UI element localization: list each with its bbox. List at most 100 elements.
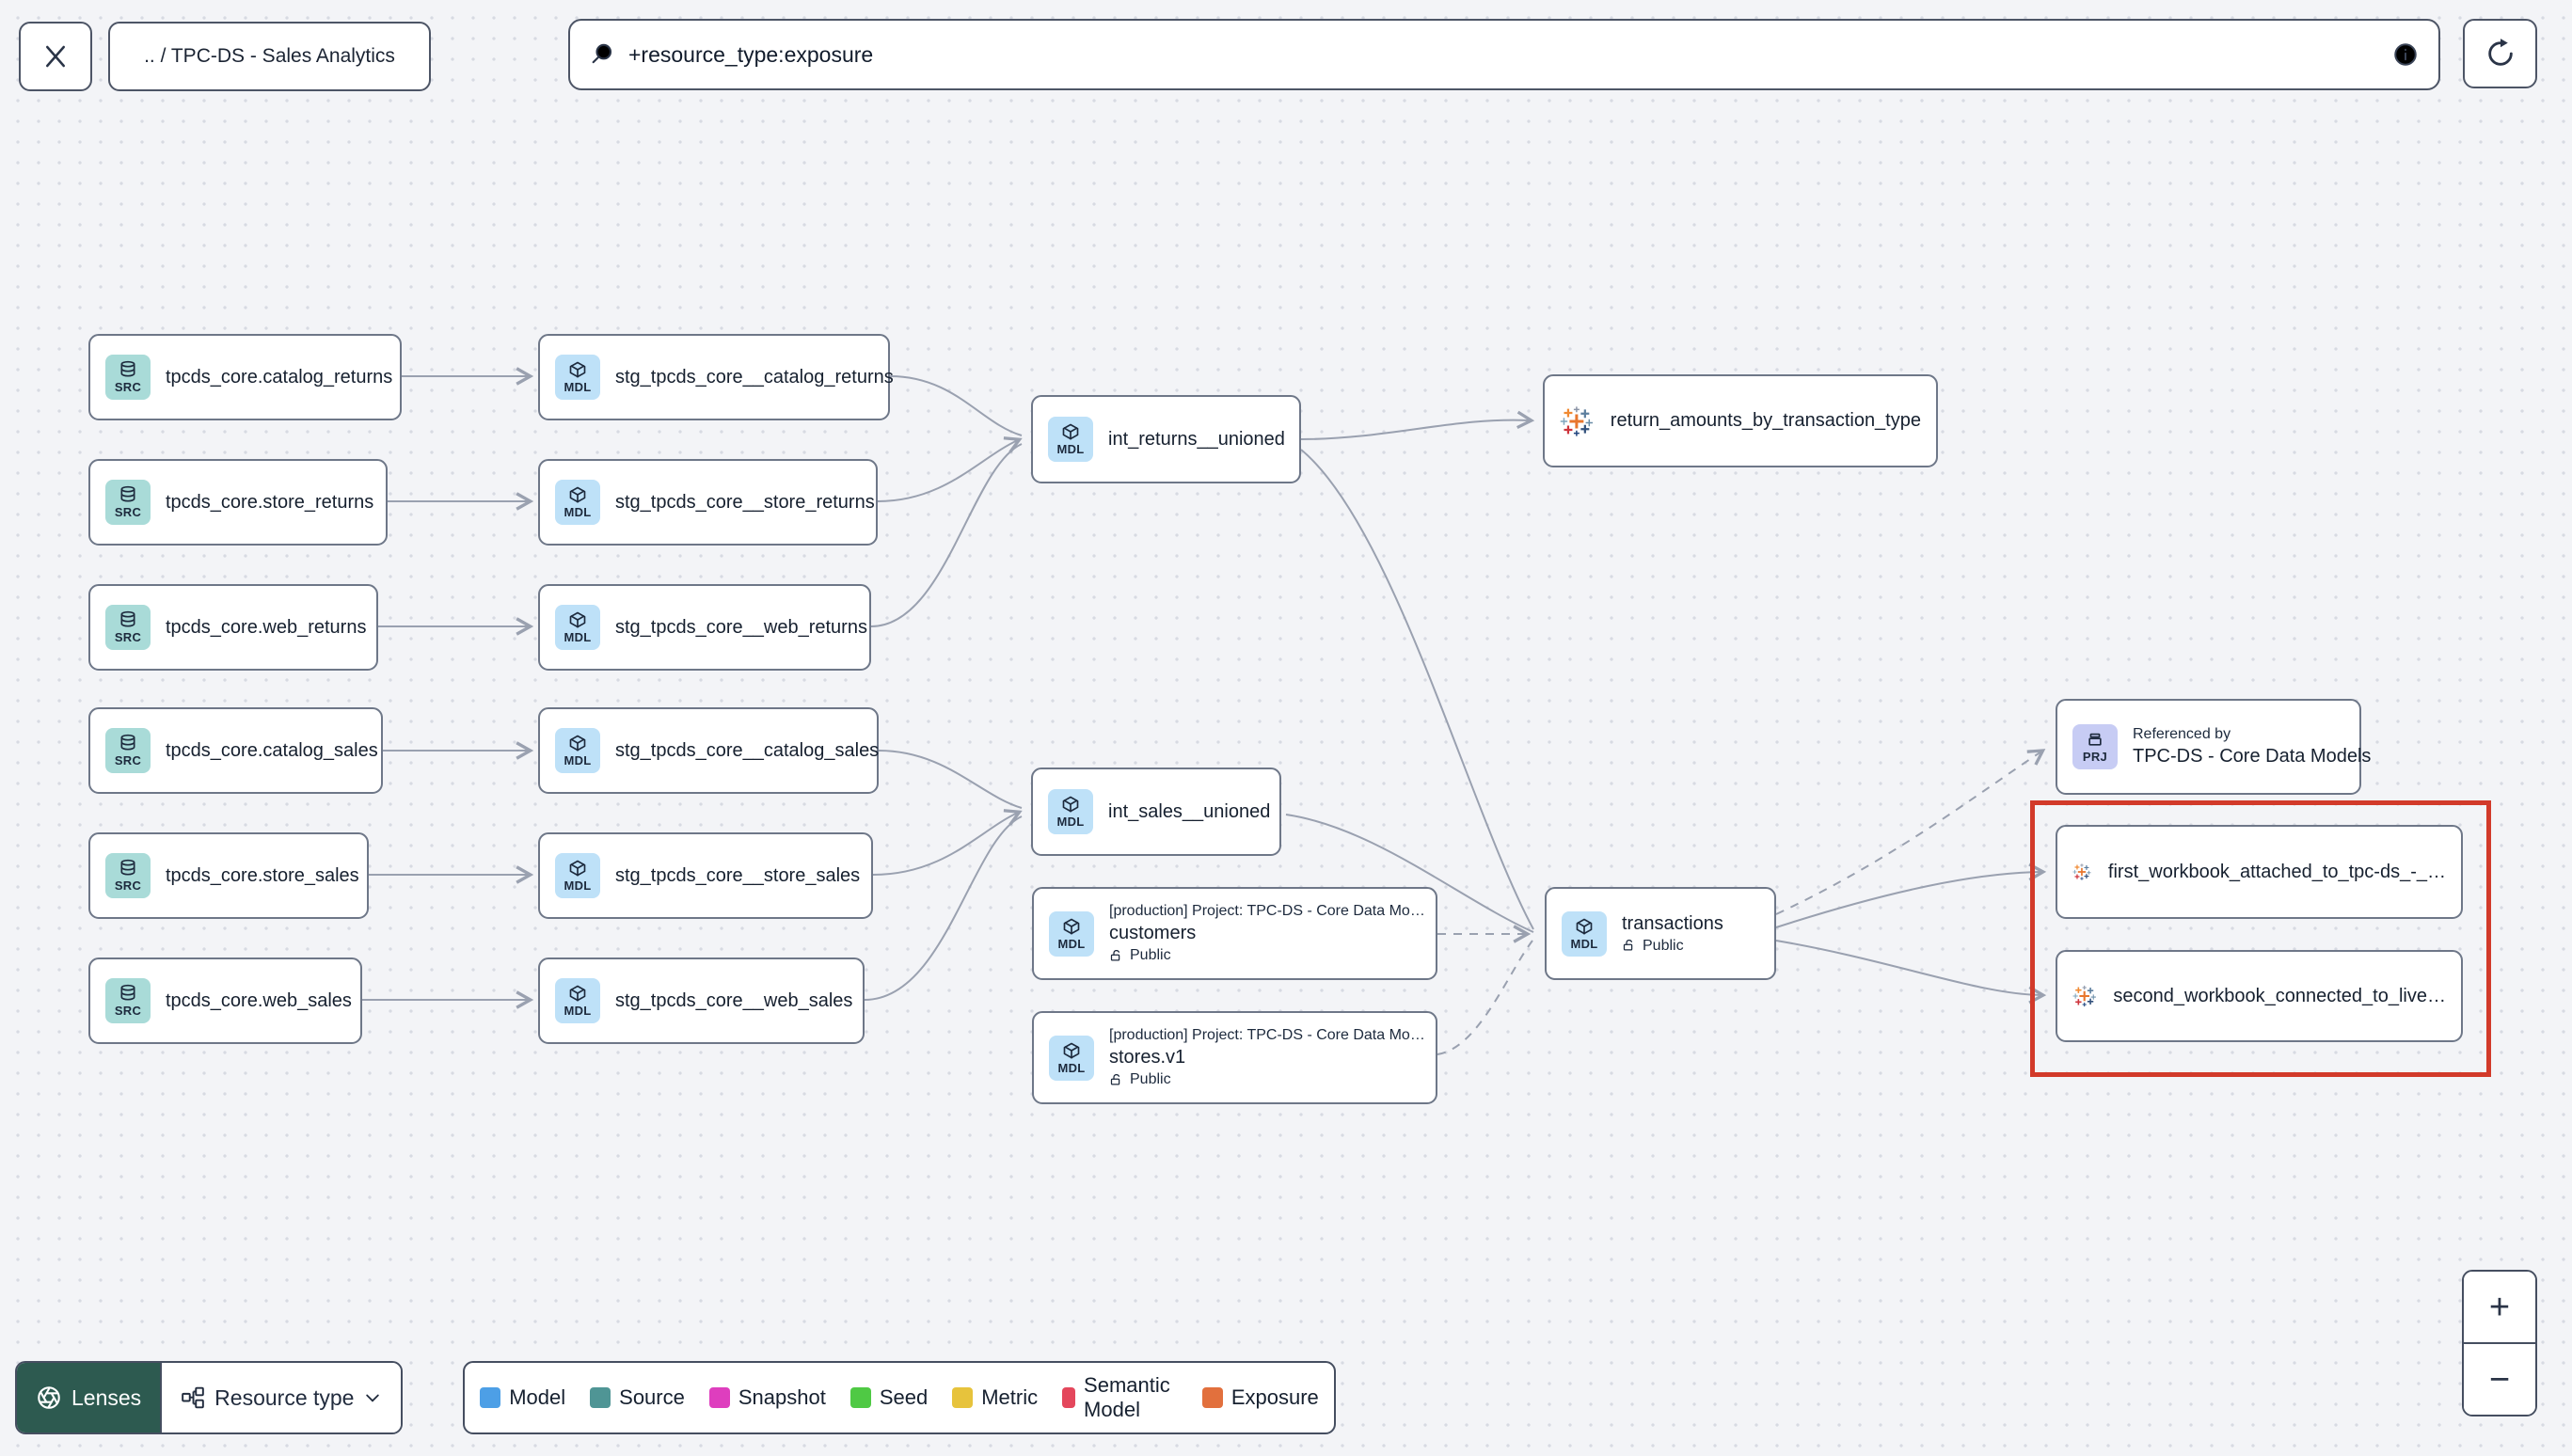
node-model-stg-store-returns[interactable]: MDL stg_tpcds_core__store_returns [538,459,878,546]
legend-item-semantic-model: Semantic Model [1062,1373,1178,1422]
semantic-model-swatch [1062,1387,1076,1408]
model-badge: MDL [555,355,600,400]
tableau-icon [1560,405,1594,436]
model-badge: MDL [555,978,600,1023]
node-label: stg_tpcds_core__web_sales [615,989,853,1011]
zoom-out-button[interactable]: − [2464,1343,2535,1415]
zoom-in-button[interactable]: + [2464,1272,2535,1343]
node-label: tpcds_core.catalog_sales [166,739,378,761]
resource-type-legend: Model Source Snapshot Seed Metric Semant… [463,1361,1336,1434]
metric-swatch [952,1387,974,1408]
node-model-stg-web-returns[interactable]: MDL stg_tpcds_core__web_returns [538,584,871,671]
database-icon [120,984,135,1001]
node-source-tpcds-core-catalog-returns[interactable]: SRC tpcds_core.catalog_returns [88,334,402,420]
source-badge: SRC [105,355,151,400]
cube-icon [1063,918,1080,934]
exposure-swatch [1201,1387,1223,1408]
seed-swatch [849,1387,871,1408]
model-badge: MDL [1048,417,1093,462]
node-model-stg-web-sales[interactable]: MDL stg_tpcds_core__web_sales [538,957,865,1044]
legend-item-seed: Seed [849,1385,928,1410]
node-model-int-returns-unioned[interactable]: MDL int_returns__unioned [1031,395,1301,483]
legend-item-model: Model [480,1385,565,1410]
breadcrumb-label: .. / TPC-DS - Sales Analytics [144,45,395,67]
refresh-icon [2487,39,2513,66]
project-line: [production] Project: TPC-DS - Core Data… [1109,903,1425,919]
cube-icon [1576,918,1593,934]
tableau-icon [2072,985,2096,1007]
lenses-control: Lenses Resource type [15,1361,404,1434]
database-icon [120,485,135,502]
referenced-by-title: Referenced by [2133,726,2231,742]
node-source-tpcds-core-web-sales[interactable]: SRC tpcds_core.web_sales [88,957,362,1044]
close-button[interactable] [19,22,92,91]
node-source-tpcds-core-store-returns[interactable]: SRC tpcds_core.store_returns [88,459,388,546]
zoom-controls: + − [2462,1270,2537,1416]
node-model-stg-catalog-returns[interactable]: MDL stg_tpcds_core__catalog_returns [538,334,894,420]
node-label: int_sales__unioned [1108,800,1271,822]
breadcrumb[interactable]: .. / TPC-DS - Sales Analytics [108,22,431,91]
node-source-tpcds-core-catalog-sales[interactable]: SRC tpcds_core.catalog_sales [88,707,383,794]
node-label: int_returns__unioned [1108,428,1285,450]
node-label: customers [1109,923,1197,943]
model-badge: MDL [555,605,600,650]
info-icon[interactable] [2391,40,2420,69]
legend-item-exposure: Exposure [1201,1385,1319,1410]
node-label: first_workbook_attached_to_tpc-ds_-_… [2107,861,2446,882]
cube-icon [569,361,586,378]
node-label: TPC-DS - Core Data Models [2133,746,2372,767]
legend-item-snapshot: Snapshot [708,1385,826,1410]
node-label: tpcds_core.web_sales [166,989,352,1011]
zoom-divider [2464,1342,2535,1344]
node-exposure-second-workbook[interactable]: second_workbook_connected_to_live… [2056,950,2463,1042]
node-label: stg_tpcds_core__catalog_returns [615,366,894,388]
database-icon [120,859,135,876]
cube-icon [569,486,586,503]
legend-item-source: Source [590,1385,685,1410]
model-badge: MDL [1048,789,1093,834]
node-model-stg-catalog-sales[interactable]: MDL stg_tpcds_core__catalog_sales [538,707,879,794]
cube-icon [1063,1042,1080,1058]
node-model-stg-store-sales[interactable]: MDL stg_tpcds_core__store_sales [538,832,873,919]
access-label: Public [1130,1071,1171,1087]
tableau-icon [2072,863,2091,880]
node-label: stores.v1 [1109,1047,1186,1068]
model-badge: MDL [555,853,600,898]
node-label: second_workbook_connected_to_live… [2113,985,2446,1006]
search-input[interactable]: +resource_type:exposure [628,41,874,67]
aperture-icon [38,1386,60,1409]
node-exposure-return-amounts[interactable]: return_amounts_by_transaction_type [1543,374,1938,467]
node-source-tpcds-core-web-returns[interactable]: SRC tpcds_core.web_returns [88,584,378,671]
refresh-button[interactable] [2463,19,2537,88]
node-source-tpcds-core-store-sales[interactable]: SRC tpcds_core.store_sales [88,832,369,919]
model-badge: MDL [1049,910,1094,957]
access-label: Public [1130,947,1171,963]
node-exposure-first-workbook[interactable]: first_workbook_attached_to_tpc-ds_-_… [2056,825,2463,919]
lenses-button[interactable]: Lenses [17,1363,161,1432]
node-model-int-sales-unioned[interactable]: MDL int_sales__unioned [1031,768,1281,856]
node-model-stores-v1[interactable]: MDL [production] Project: TPC-DS - Core … [1032,1011,1437,1104]
model-swatch [480,1387,501,1408]
node-label: return_amounts_by_transaction_type [1610,410,1921,431]
database-icon [120,610,135,627]
node-label: stg_tpcds_core__catalog_sales [615,739,880,761]
model-badge: MDL [1049,1035,1094,1081]
source-badge: SRC [105,978,151,1023]
cube-icon [1062,423,1079,440]
archive-box-icon [2088,733,2102,746]
node-model-transactions[interactable]: MDL transactions Public [1545,887,1776,980]
node-model-customers[interactable]: MDL [production] Project: TPC-DS - Core … [1032,887,1437,980]
resource-type-dropdown[interactable]: Resource type [160,1363,402,1432]
search-bar[interactable]: +resource_type:exposure [568,19,2440,90]
cube-icon [569,860,586,877]
chevron-down-icon [366,1394,380,1402]
database-icon [120,360,135,377]
model-badge: MDL [555,480,600,525]
source-badge: SRC [105,605,151,650]
cube-icon [1062,796,1079,813]
node-project-referenced-by[interactable]: PRJ Referenced by TPC-DS - Core Data Mod… [2056,699,2371,795]
source-badge: SRC [105,728,151,773]
project-line: [production] Project: TPC-DS - Core Data… [1109,1027,1425,1043]
unlock-icon [1110,949,1120,960]
